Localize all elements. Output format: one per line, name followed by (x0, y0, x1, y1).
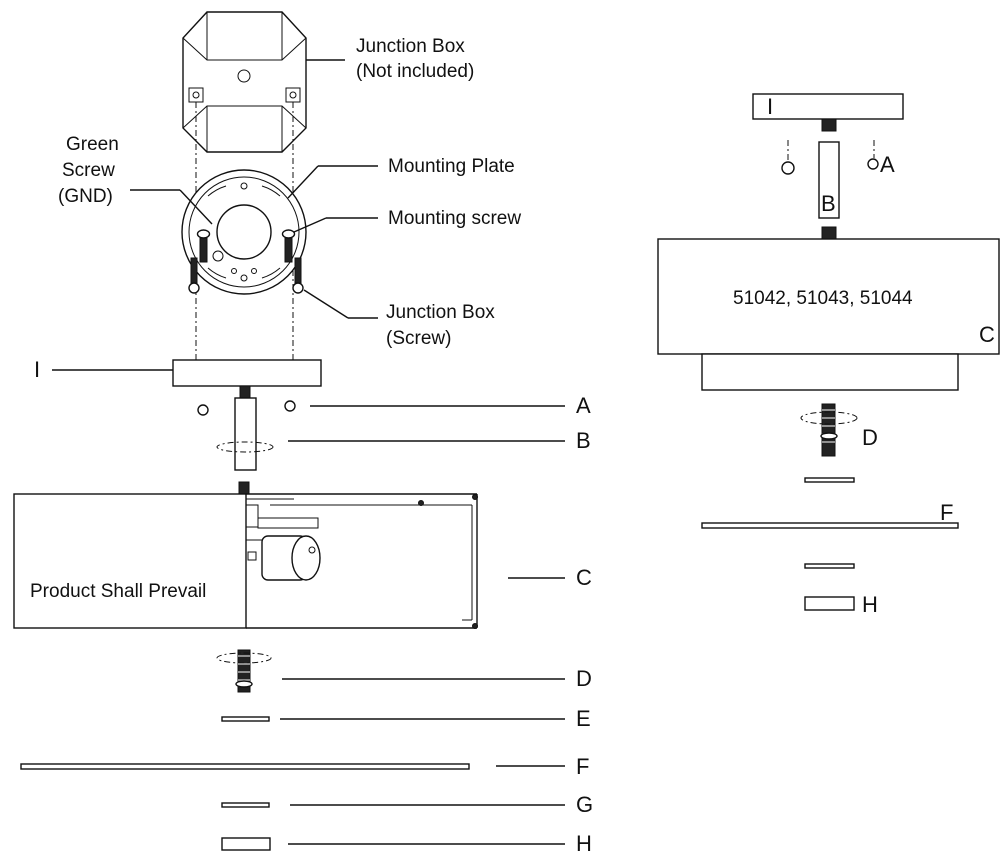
part-letter-h: H (576, 831, 592, 853)
part-letter-a-right: A (880, 152, 895, 177)
mounting-plate-leader (287, 165, 319, 199)
part-letter-d-right: D (862, 425, 878, 450)
mounting-screw-leader (293, 217, 327, 233)
screw-a-right-left (781, 161, 795, 175)
green-screw-label: Green Screw (GND) (58, 134, 124, 207)
diffuser-panel (20, 763, 470, 770)
screw-a-right-right (867, 158, 879, 170)
coupling (238, 481, 250, 495)
right-assembly: I A B 51042, 51043, 51044 C D (657, 93, 1000, 617)
canopy-left (172, 359, 322, 387)
downrod-right (818, 141, 840, 219)
mounting-plate (181, 169, 307, 295)
mounting-screw-label: Mounting screw (388, 208, 521, 229)
screw-a-left (197, 404, 209, 416)
coupling-right (821, 226, 837, 240)
mounting-screw-left (196, 229, 211, 263)
part-letter-b: B (576, 428, 591, 453)
screw-a-right (284, 400, 296, 412)
part-letter-f-right: F (940, 500, 953, 525)
part-letter-f: F (576, 754, 589, 779)
part-letter-c-right: C (979, 322, 995, 347)
mounting-screw-right (281, 229, 296, 263)
part-letter-g: G (576, 792, 593, 817)
junction-box-screw-leader (303, 289, 349, 319)
mounting-plate-label: Mounting Plate (388, 156, 515, 177)
washer-right-lower (804, 563, 855, 569)
threaded-stud-right (800, 403, 858, 457)
left-assembly: Junction Box (Not included) Mounting Pla… (13, 11, 593, 853)
threaded-stub (239, 385, 251, 399)
part-letter-a: A (576, 393, 591, 418)
shade-lower-right (701, 353, 959, 391)
junction-box-screw-left (188, 257, 200, 294)
part-letter-d: D (576, 666, 592, 691)
part-letter-i: I (34, 357, 40, 382)
downrod (234, 397, 257, 471)
fixture-body-right (657, 238, 1000, 355)
finial-h-right (804, 596, 855, 611)
fixture-body (13, 493, 478, 629)
washer-e (221, 716, 270, 722)
washer-right-upper (804, 477, 855, 483)
washer-g (221, 802, 270, 808)
downrod-rotation (216, 441, 274, 453)
threaded-stub-right (821, 118, 837, 132)
part-letter-c: C (576, 565, 592, 590)
canopy-right (752, 93, 904, 120)
threaded-stud-left (216, 649, 272, 693)
model-numbers: 51042, 51043, 51044 (733, 288, 913, 309)
diffuser-panel-right (701, 522, 959, 529)
part-letter-h-right: H (862, 592, 878, 617)
junction-box-screw-label: Junction Box (Screw) (386, 302, 500, 349)
finial-h (221, 837, 271, 851)
part-letter-e: E (576, 706, 591, 731)
part-letter-b-right: B (821, 191, 836, 216)
junction-box (182, 11, 307, 153)
junction-box-label: Junction Box (Not included) (356, 36, 474, 82)
junction-box-screw-right (292, 257, 304, 294)
product-note: Product Shall Prevail (30, 581, 206, 602)
part-letter-i-right: I (767, 94, 773, 119)
